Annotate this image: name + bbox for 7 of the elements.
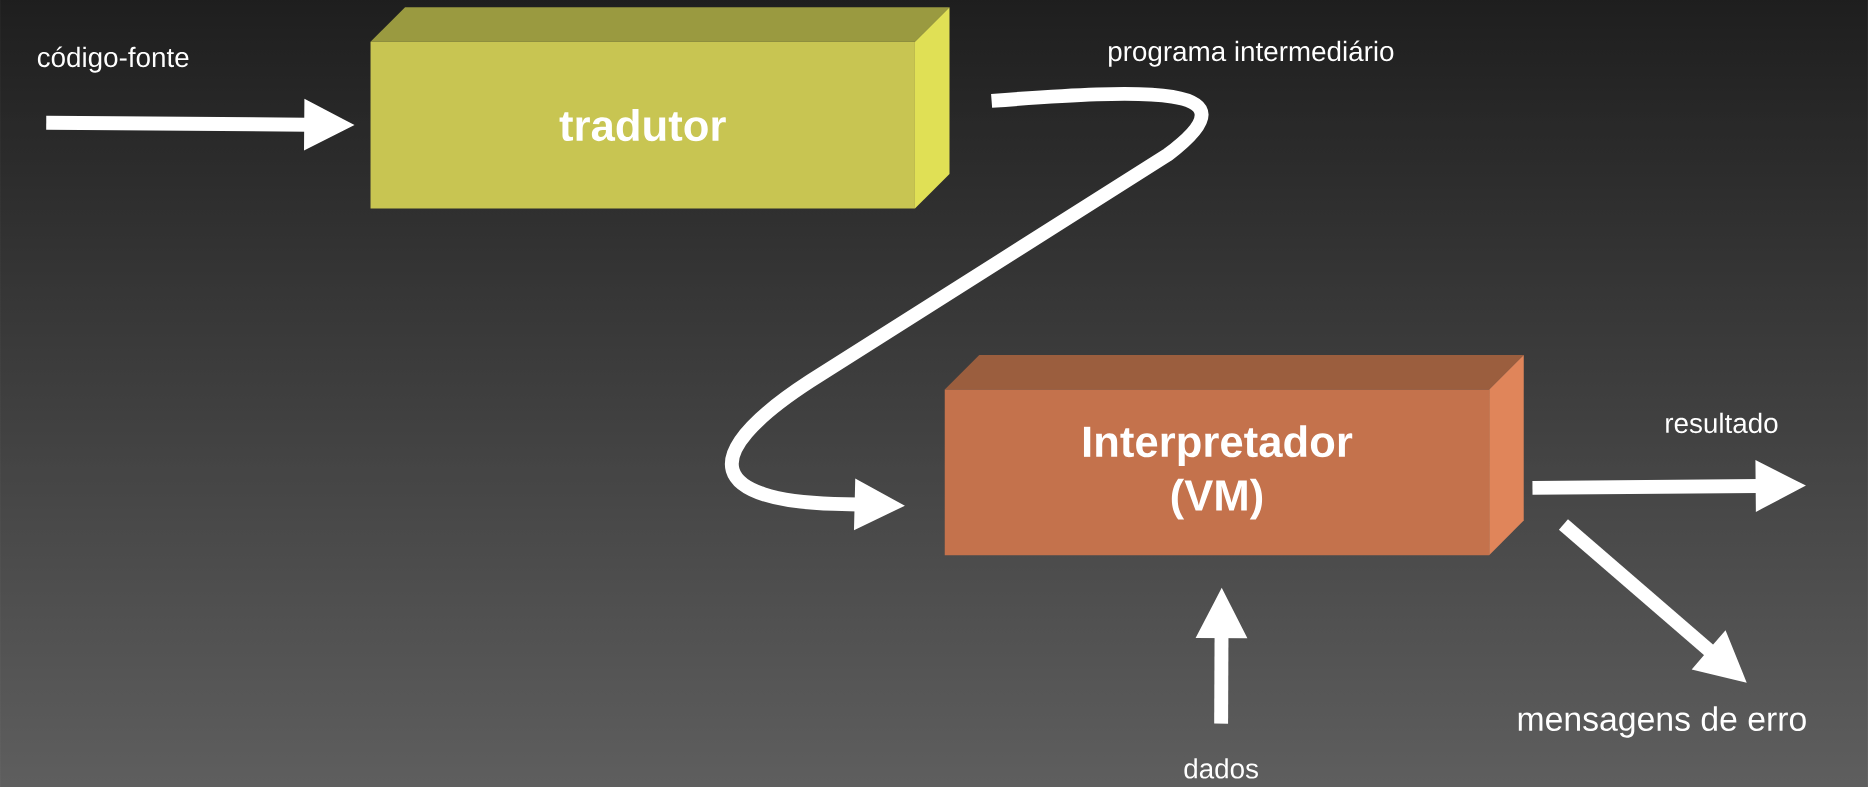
text-label: dados <box>1184 757 1258 779</box>
text-label: resultado <box>1666 412 1778 433</box>
text-label: código-fonte <box>37 46 189 73</box>
text-label: mensagens de erro <box>1518 706 1806 738</box>
box: tradutor <box>370 6 950 209</box>
box: Interpretador (VM) <box>944 354 1524 555</box>
edge-label: programa intermediário <box>1109 40 1394 67</box>
